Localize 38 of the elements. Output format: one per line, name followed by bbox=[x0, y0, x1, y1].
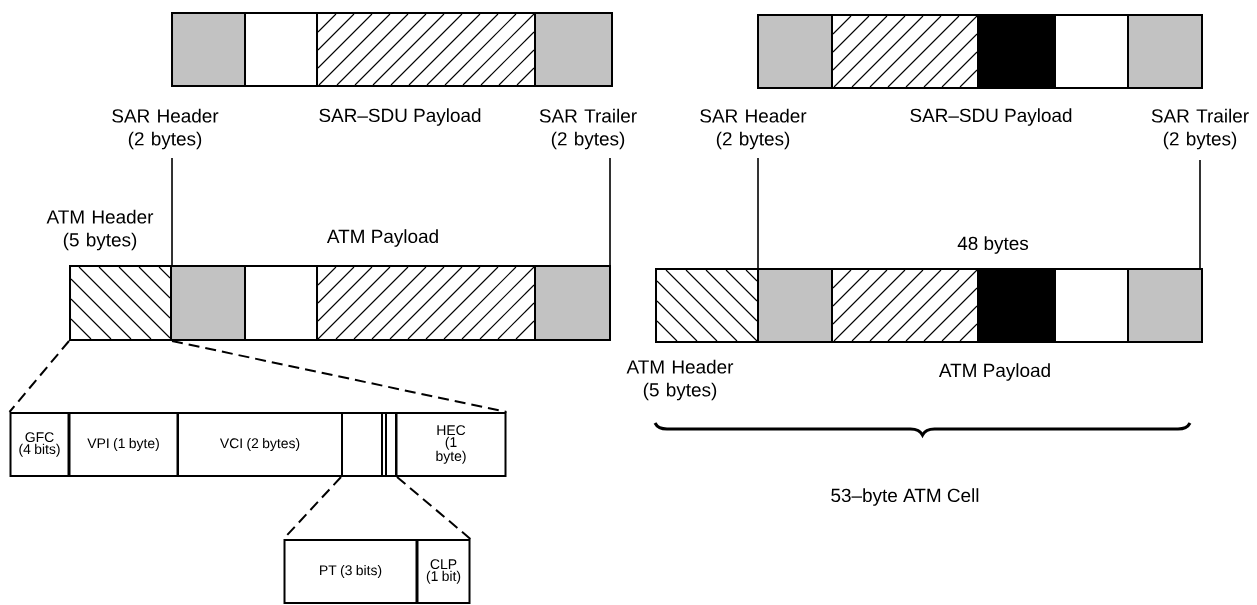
dotted-segment bbox=[1127, 268, 1203, 343]
zoom-line bbox=[171, 340, 508, 413]
part-label: 53–byte ATM Cell bbox=[831, 488, 979, 506]
part-label: SAR Header (2 bytes) bbox=[112, 108, 219, 150]
part-label: SAR Header (2 bytes) bbox=[700, 108, 807, 150]
filled-segment bbox=[977, 14, 1056, 89]
blank-segment bbox=[1054, 14, 1129, 89]
hatched-segment bbox=[831, 268, 979, 343]
field-cell: GFC (4 bits) bbox=[9, 412, 70, 477]
part-label: ATM Payload bbox=[938, 363, 1050, 381]
dotted-segment bbox=[757, 268, 833, 343]
part-label: 48 bytes bbox=[957, 236, 1029, 254]
blank-segment bbox=[244, 12, 318, 87]
field-cell: VPI (1 byte) bbox=[68, 412, 179, 477]
hatched-segment bbox=[831, 14, 979, 89]
dotted-segment bbox=[757, 14, 833, 89]
part-label: SAR Trailer (2 bytes) bbox=[539, 108, 637, 150]
part-label: SAR–SDU Payload bbox=[910, 108, 1072, 126]
part-label: SAR–SDU Payload bbox=[319, 108, 481, 126]
hatched-segment bbox=[69, 265, 172, 341]
field-cell: CLP (1 bit) bbox=[416, 539, 471, 604]
blank-segment bbox=[244, 265, 318, 341]
dotted-segment bbox=[171, 12, 246, 87]
part-label: ATM Header (5 bytes) bbox=[626, 359, 734, 401]
zoom-line bbox=[8, 340, 70, 413]
hatched-segment bbox=[316, 12, 536, 87]
part-label: ATM Payload bbox=[326, 229, 438, 247]
dotted-segment bbox=[534, 12, 613, 87]
part-label: SAR Trailer (2 bytes) bbox=[1151, 108, 1249, 150]
filled-segment bbox=[977, 268, 1056, 343]
part-label: ATM Header (5 bytes) bbox=[46, 209, 154, 251]
dotted-segment bbox=[170, 265, 246, 341]
dotted-segment bbox=[534, 265, 611, 341]
blank-segment bbox=[1054, 268, 1129, 343]
hatched-segment bbox=[655, 268, 759, 343]
dotted-segment bbox=[1127, 14, 1203, 89]
zoom-line bbox=[396, 476, 472, 540]
hatched-segment bbox=[316, 265, 536, 341]
